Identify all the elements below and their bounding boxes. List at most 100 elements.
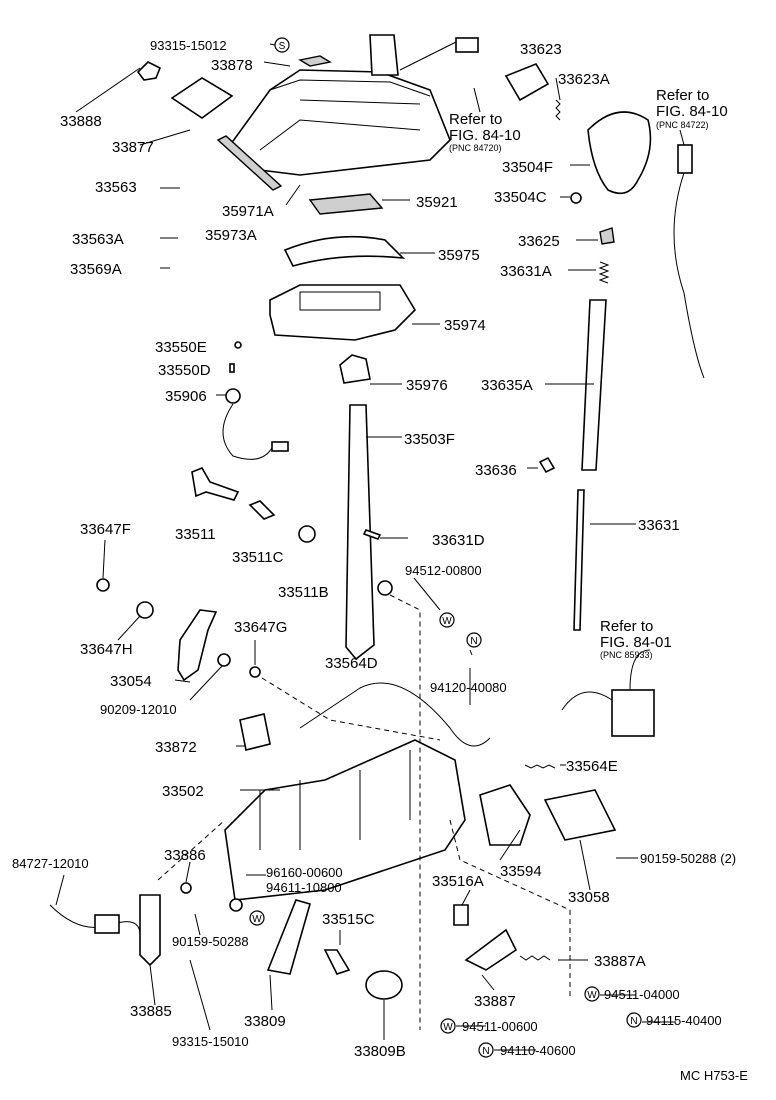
- label-94511-04000: 94511-04000: [604, 987, 680, 1002]
- label-33872: 33872: [155, 739, 197, 756]
- label-33058: 33058: [568, 889, 610, 906]
- indicator-35921: [308, 193, 384, 215]
- bracket-33594: [479, 784, 531, 846]
- symbol-s: S: [274, 37, 290, 53]
- bushing-33511B: [298, 525, 316, 543]
- label-96160-00600: 96160-00600: [266, 865, 343, 880]
- label-35975: 35975: [438, 247, 480, 264]
- label-94512-00800: 94512-00800: [405, 563, 482, 578]
- label-33515C: 33515C: [322, 911, 375, 928]
- label-33511B: 33511B: [278, 584, 329, 601]
- label-33516A: 33516A: [432, 873, 484, 890]
- link-33054: [177, 609, 218, 682]
- label-94511-00600: 94511-00600: [462, 1019, 538, 1034]
- symbol-w-94511-00600: W: [440, 1018, 456, 1034]
- plate-33877: [170, 77, 234, 119]
- label-35971A: 35971A: [222, 203, 274, 220]
- svg-text:W: W: [442, 616, 452, 627]
- svg-text:W: W: [252, 914, 262, 925]
- ref-note-84722: Refer to FIG. 84-10 (PNC 84722): [656, 87, 728, 130]
- symbol-w-94611: W: [249, 910, 265, 926]
- svg-text:FIG. 84-10: FIG. 84-10: [449, 127, 521, 144]
- label-33636: 33636: [475, 462, 517, 479]
- svg-text:Refer to: Refer to: [449, 111, 502, 128]
- button-33623: [504, 63, 550, 102]
- svg-text:N: N: [482, 1046, 489, 1057]
- label-33878: 33878: [211, 57, 253, 74]
- ref-note-85933: Refer to FIG. 84-01 (PNC 85933): [600, 618, 672, 660]
- label-33887A: 33887A: [594, 953, 646, 970]
- label-35976: 35976: [406, 377, 448, 394]
- svg-text:N: N: [630, 1016, 637, 1027]
- label-90159-50288: 90159-50288: [172, 934, 249, 949]
- boot-35976: [339, 354, 371, 384]
- diagram-code: MC H753-E: [680, 1068, 748, 1083]
- rod-33635A: [581, 299, 607, 471]
- lever-33503F: [345, 404, 375, 661]
- sleeve-33511C: [248, 500, 276, 520]
- label-33647H: 33647H: [80, 641, 133, 658]
- svg-text:FIG. 84-01: FIG. 84-01: [600, 634, 672, 651]
- knob-33504F: [587, 111, 652, 195]
- label-33623A: 33623A: [558, 71, 610, 88]
- label-35974: 35974: [444, 317, 486, 334]
- part-labels: 93315-15012 33878 33888 33877 33563 3356…: [12, 38, 736, 1060]
- leader-lines: [55, 43, 685, 1051]
- dashed-lines: [157, 594, 571, 1030]
- label-94110-40600: 94110-40600: [500, 1043, 576, 1058]
- label-33631: 33631: [638, 517, 680, 534]
- connector-top: [369, 34, 399, 76]
- label-33887: 33887: [474, 993, 516, 1010]
- label-93315-15010: 93315-15010: [172, 1034, 249, 1049]
- label-33054: 33054: [110, 673, 152, 690]
- part-shapes: [49, 34, 705, 1000]
- label-94611-10800: 94611-10800: [266, 880, 342, 895]
- label-33504F: 33504F: [502, 159, 553, 176]
- rod-33631: [573, 489, 585, 631]
- svg-text:(PNC 85933): (PNC 85933): [600, 650, 653, 660]
- symbol-w-94512: W: [439, 612, 455, 628]
- symbol-n-94110: N: [478, 1042, 494, 1058]
- label-33564E: 33564E: [566, 758, 618, 775]
- label-33502: 33502: [162, 783, 204, 800]
- strip-35973A: [216, 135, 283, 191]
- svg-text:(PNC 84722): (PNC 84722): [656, 120, 709, 130]
- housing-35974: [269, 284, 417, 341]
- symbol-n-94120: N: [466, 632, 482, 648]
- solenoid-33058: [543, 789, 617, 841]
- label-33625: 33625: [518, 233, 560, 250]
- svg-text:N: N: [470, 636, 477, 647]
- unit-84-01: [611, 689, 655, 737]
- label-33631A: 33631A: [500, 263, 552, 280]
- label-33511C: 33511C: [232, 549, 284, 566]
- lever-33809: [266, 899, 311, 975]
- label-33878: [298, 55, 332, 67]
- clip-33888: [136, 61, 162, 81]
- label-33594: 33594: [500, 863, 542, 880]
- label-84727-12010: 84727-12010: [12, 856, 89, 871]
- svg-text:FIG. 84-10: FIG. 84-10: [656, 103, 728, 120]
- label-33631D: 33631D: [432, 532, 485, 549]
- label-35906: 35906: [165, 388, 207, 405]
- label-33503F: 33503F: [404, 431, 455, 448]
- label-33511: 33511: [175, 526, 216, 543]
- switch-35906: [225, 388, 241, 404]
- base-33502: [224, 739, 466, 901]
- label-33888: 33888: [60, 113, 102, 130]
- label-33809: 33809: [244, 1013, 286, 1030]
- slide-35975: [283, 235, 406, 267]
- ref-note-84720: Refer to FIG. 84-10 (PNC 84720): [449, 111, 521, 153]
- label-33550E: 33550E: [155, 339, 207, 356]
- label-33550D: 33550D: [158, 362, 211, 379]
- label-90209-12010: 90209-12010: [100, 702, 177, 717]
- label-33885: 33885: [130, 1003, 172, 1020]
- label-33886: 33886: [164, 847, 206, 864]
- label-33569A: 33569A: [70, 261, 122, 278]
- svg-text:Refer to: Refer to: [600, 618, 653, 635]
- label-35973A: 35973A: [205, 227, 257, 244]
- label-33504C: 33504C: [494, 189, 547, 206]
- label-33563A: 33563A: [72, 231, 124, 248]
- symbol-n-94115: N: [626, 1012, 642, 1028]
- svg-text:W: W: [587, 990, 597, 1001]
- label-93315-15012: 93315-15012: [150, 38, 227, 53]
